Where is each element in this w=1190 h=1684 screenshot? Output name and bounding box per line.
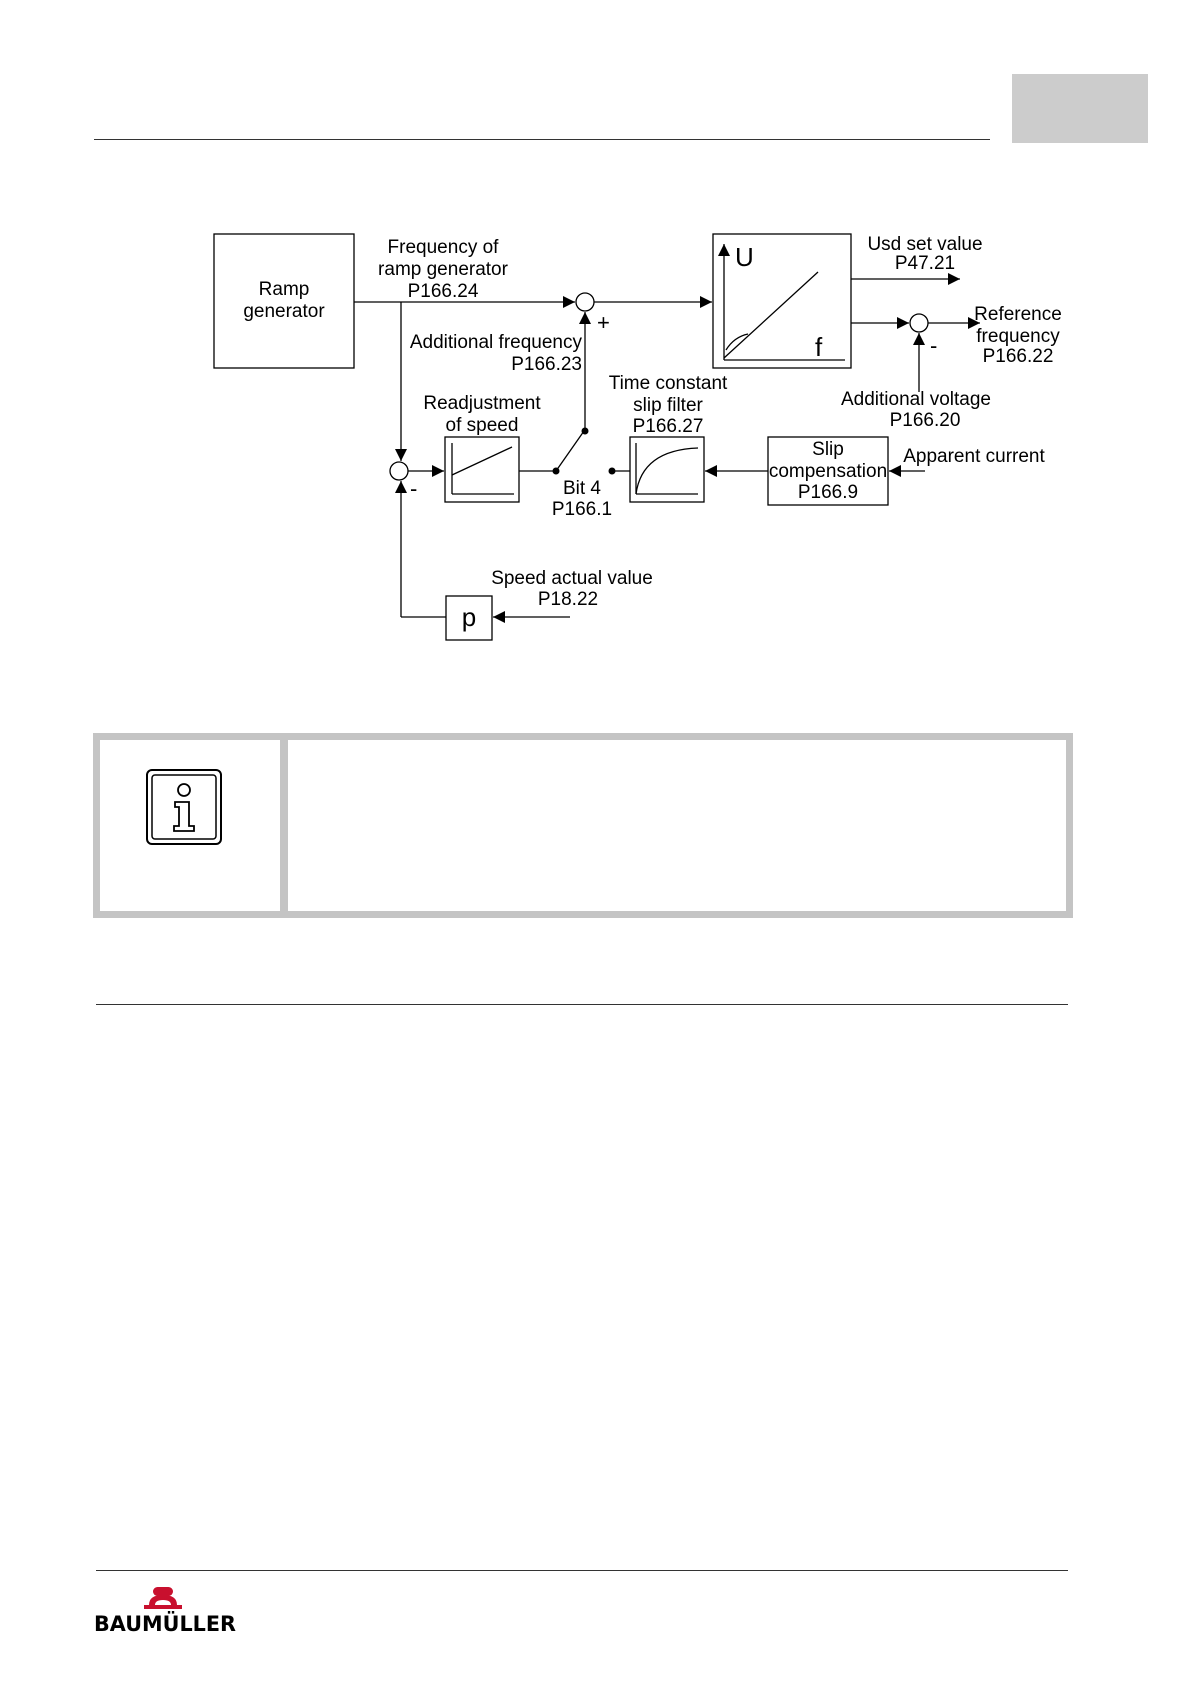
readjust-line2: of speed (446, 415, 519, 436)
additional-voltage-line1: Additional voltage (841, 389, 991, 410)
freq-ramp-line3: P166.24 (408, 281, 479, 302)
apparent-current-label: Apparent current (903, 446, 1045, 467)
block-diagram: Ramp generator Frequency of ramp generat… (213, 233, 1062, 641)
time-constant-line3: P166.27 (633, 416, 704, 437)
baumuller-logo: BAUMÜLLER (94, 1585, 244, 1645)
p-block-label: p (462, 602, 476, 632)
time-constant-line2: slip filter (633, 395, 703, 416)
freq-ramp-line2: ramp generator (378, 259, 509, 280)
top-plus-sign: + (597, 310, 610, 335)
ramp-block-line1: Ramp (259, 279, 310, 300)
logo-mark-icon: BAUMÜLLER (94, 1587, 236, 1636)
switch-right-contact-dot (608, 467, 616, 475)
uf-axis-f: f (815, 332, 823, 362)
note-divider (280, 740, 288, 911)
info-note-box (93, 733, 1073, 918)
switch-label-line2: P166.1 (552, 499, 612, 520)
header-tab-box (1012, 74, 1148, 143)
right-minus-sign: - (930, 333, 937, 358)
top-summing-junction (575, 292, 595, 312)
reference-line3: P166.22 (983, 346, 1054, 367)
usd-line2: P47.21 (895, 253, 955, 274)
info-icon (146, 769, 222, 845)
right-summing-junction (909, 313, 929, 333)
uf-axis-u: U (735, 242, 754, 272)
left-minus-sign: - (410, 476, 417, 501)
switch-pivot-dot (552, 467, 560, 475)
header-rule (94, 139, 990, 140)
slip-block-line1: Slip (812, 439, 844, 460)
usd-line1: Usd set value (867, 234, 982, 255)
readjustment-block (444, 436, 520, 503)
additional-freq-line2: P166.23 (511, 354, 582, 375)
ramp-generator-block (213, 233, 355, 369)
reference-line2: frequency (976, 326, 1060, 347)
logo-text: BAUMÜLLER (94, 1611, 236, 1636)
slip-filter-block (629, 436, 705, 503)
switch-label-line1: Bit 4 (563, 478, 601, 499)
time-constant-line1: Time constant (609, 373, 728, 394)
additional-freq-line1: Additional frequency (410, 332, 583, 353)
reference-line1: Reference (974, 304, 1062, 325)
freq-ramp-line1: Frequency of (388, 237, 500, 258)
slip-block-line2: compensation (769, 461, 887, 482)
switch-top-contact-dot (581, 427, 589, 435)
speed-actual-line1: Speed actual value (491, 568, 653, 589)
readjust-line1: Readjustment (423, 393, 541, 414)
p-block (445, 595, 493, 641)
section-rule (96, 1004, 1068, 1005)
additional-voltage-line2: P166.20 (890, 410, 961, 431)
left-summing-junction (389, 461, 409, 481)
ramp-block-line2: generator (243, 301, 325, 322)
footer-rule (96, 1570, 1068, 1571)
slip-block-line3: P166.9 (798, 482, 858, 503)
uf-characteristic-block (712, 233, 852, 369)
speed-actual-line2: P18.22 (538, 589, 598, 610)
